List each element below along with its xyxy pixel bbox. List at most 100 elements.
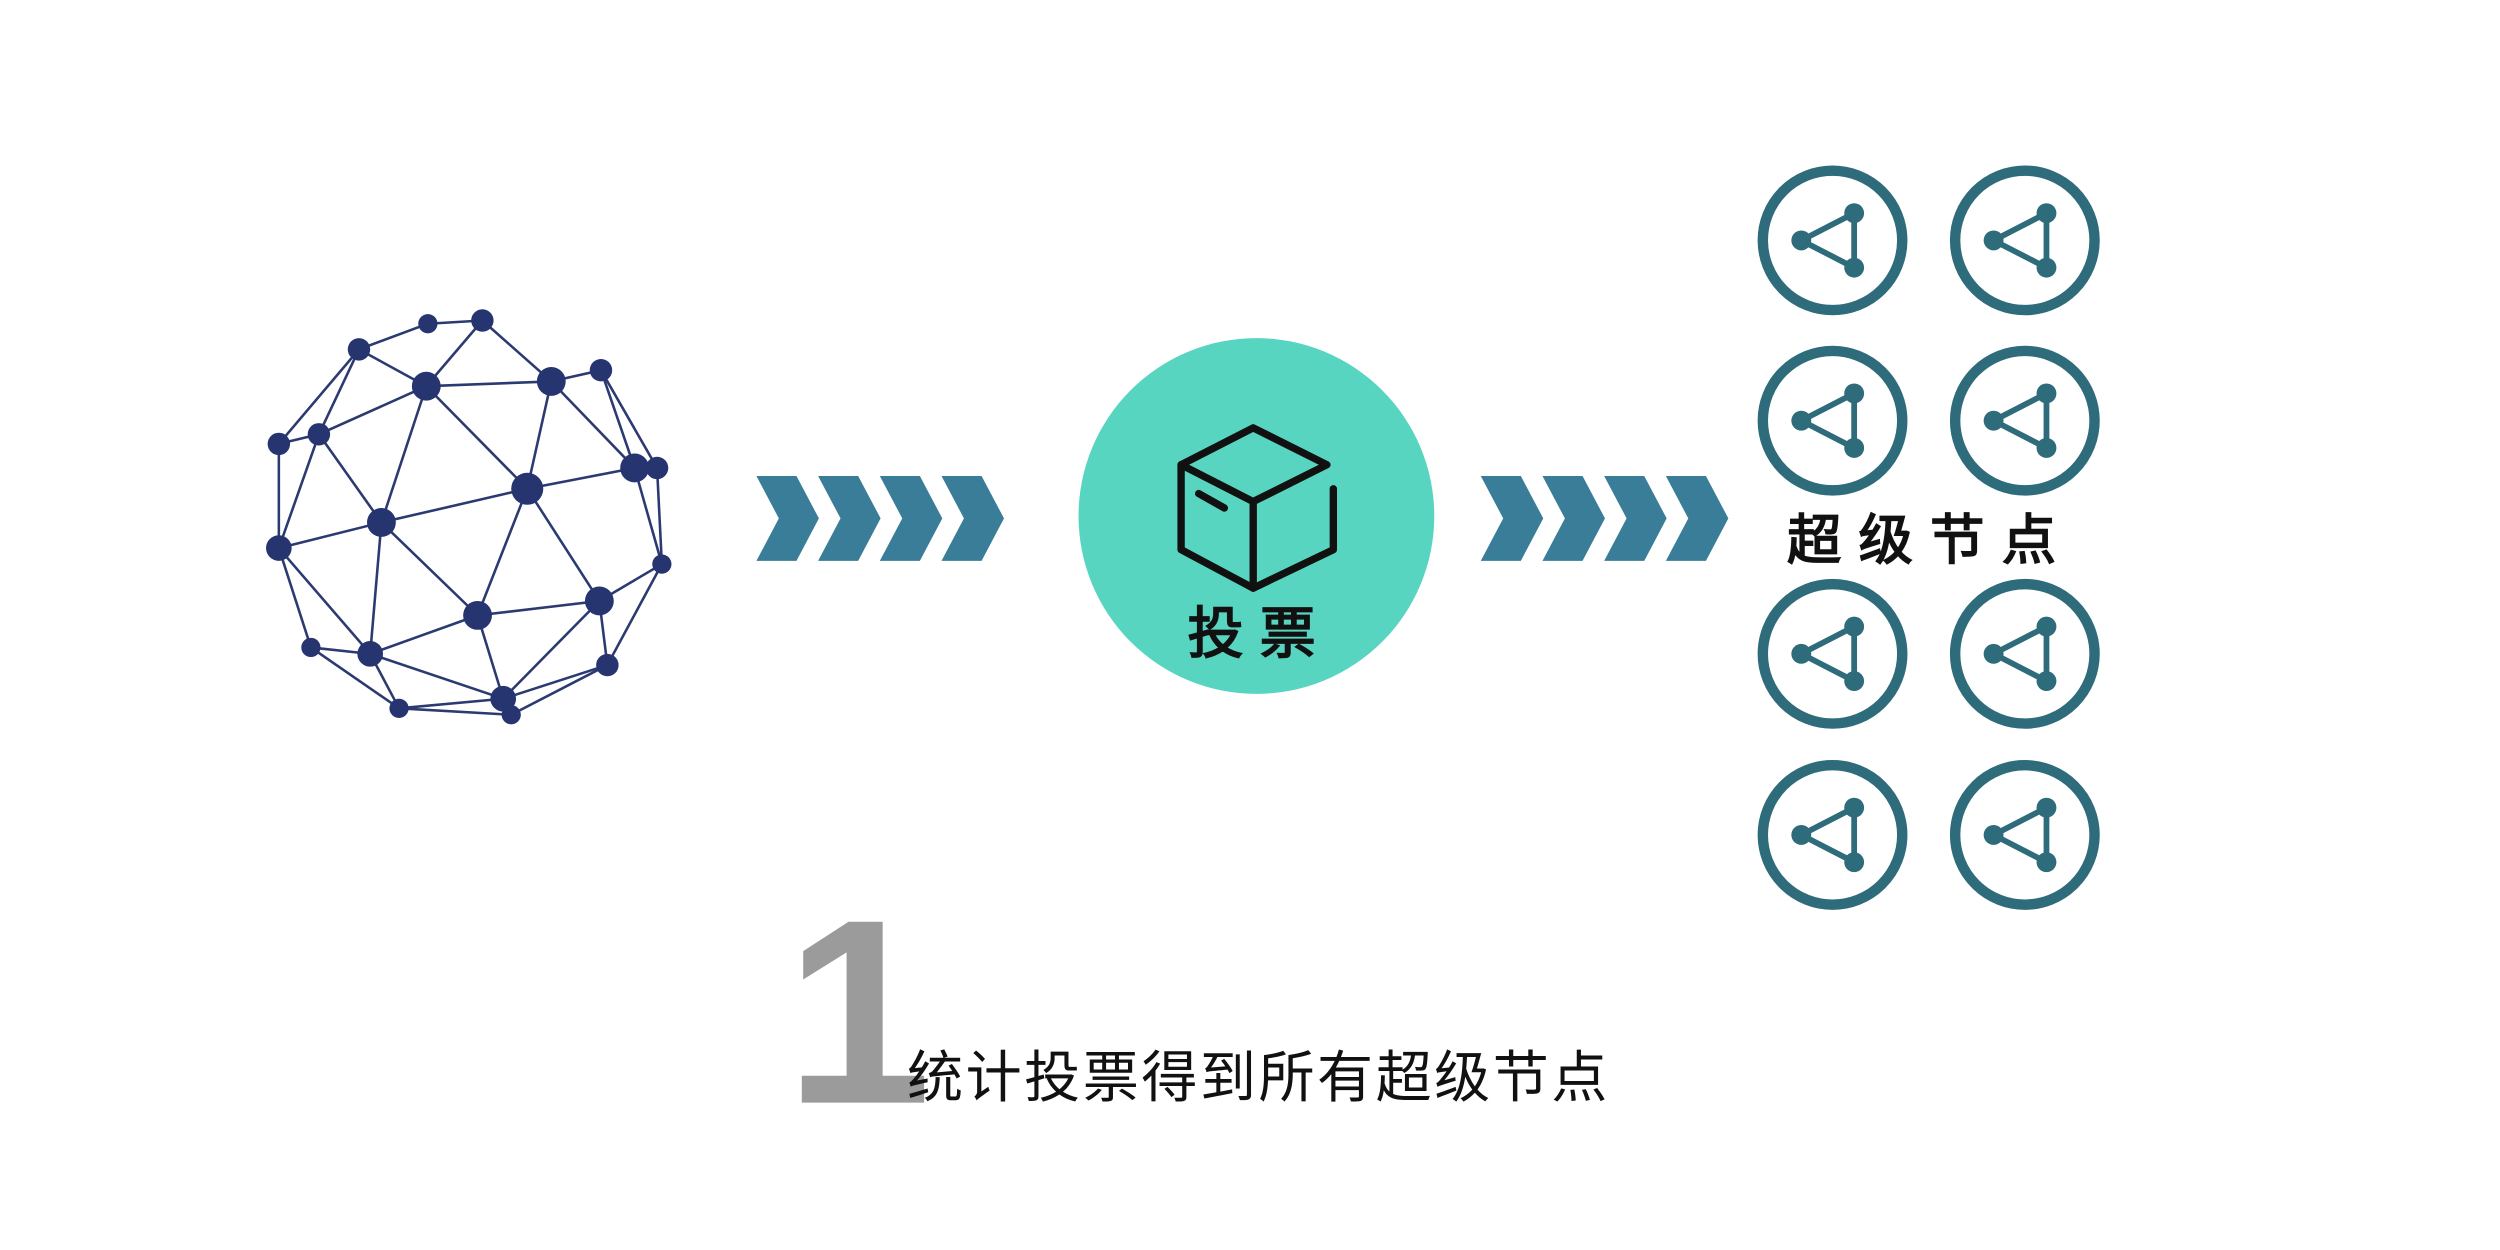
super-node-icon xyxy=(1949,578,2100,729)
network-link xyxy=(380,521,479,617)
share-node xyxy=(1844,437,1865,458)
share-icon xyxy=(1791,383,1865,458)
network-node xyxy=(307,423,331,446)
network-node xyxy=(366,508,396,537)
share-node xyxy=(1844,797,1865,818)
super-node-ring xyxy=(1757,760,1908,910)
network-link xyxy=(398,697,504,710)
network-node xyxy=(463,600,492,630)
share-node xyxy=(1791,643,1812,664)
share-icon xyxy=(1983,797,2057,873)
network-node xyxy=(347,338,371,361)
network-node xyxy=(389,698,409,718)
super-node-grid xyxy=(1757,165,2100,910)
share-icon xyxy=(1983,203,2057,278)
network-link xyxy=(481,319,553,383)
chevron-right-icon xyxy=(941,475,1005,561)
super-node-ring xyxy=(1949,345,2100,496)
network-node xyxy=(471,309,494,332)
vote-step: 投票 xyxy=(1078,338,1435,694)
share-node xyxy=(2036,797,2057,818)
network-node xyxy=(301,637,321,658)
share-node xyxy=(2036,671,2057,692)
network-link xyxy=(369,652,504,700)
super-node-ring xyxy=(1949,165,2100,316)
share-icon xyxy=(1983,383,2057,458)
network-node xyxy=(511,472,544,505)
network-link xyxy=(476,488,529,616)
share-node xyxy=(1844,383,1865,404)
share-node xyxy=(1983,825,2004,845)
super-node-icon xyxy=(1949,760,2100,910)
share-node xyxy=(1791,825,1812,845)
network-link xyxy=(633,467,664,565)
chevron-arrows-right xyxy=(1480,475,1729,561)
share-node xyxy=(1844,852,1865,873)
network-link xyxy=(278,521,382,550)
share-node xyxy=(2036,257,2057,278)
share-node xyxy=(2036,383,2057,404)
network-node xyxy=(584,586,614,616)
network-link xyxy=(477,599,600,617)
network-link xyxy=(369,614,478,656)
step-number: 1 xyxy=(785,865,931,1159)
network-link xyxy=(502,600,601,700)
network-node xyxy=(652,554,672,574)
network-link xyxy=(599,369,636,469)
chevron-right-icon xyxy=(1665,475,1729,561)
network-link xyxy=(317,348,361,435)
share-node xyxy=(1791,230,1812,251)
network-link xyxy=(368,522,383,654)
network-link xyxy=(425,385,529,490)
share-node xyxy=(2036,852,2057,873)
chevron-right-icon xyxy=(1542,475,1605,561)
network-link xyxy=(606,563,663,666)
network-link xyxy=(317,433,383,524)
chevron-right-icon xyxy=(818,475,881,561)
network-node xyxy=(490,685,517,712)
network-link xyxy=(526,488,601,602)
network-link xyxy=(277,547,372,655)
network-link xyxy=(655,467,664,565)
share-node xyxy=(1791,410,1812,431)
share-node xyxy=(2036,616,2057,637)
network-node xyxy=(596,653,619,677)
network-node xyxy=(620,453,650,483)
box-icon xyxy=(1177,424,1338,592)
network-link xyxy=(426,380,552,388)
share-node xyxy=(1983,643,2004,664)
network-link xyxy=(510,663,608,716)
share-node xyxy=(1983,230,2004,251)
network-link xyxy=(277,348,360,445)
super-node-ring xyxy=(1949,760,2100,910)
share-node xyxy=(1983,410,2004,431)
network-link xyxy=(381,487,528,524)
step-caption: 统计投票得到所有超级节点 xyxy=(907,1046,1607,1111)
network-node xyxy=(266,535,292,561)
share-node xyxy=(1844,257,1865,278)
share-node xyxy=(1844,616,1865,637)
network-node xyxy=(411,371,441,401)
chevron-right-icon xyxy=(1604,475,1667,561)
super-node-icon xyxy=(1757,578,1908,729)
share-icon xyxy=(1791,616,1865,692)
super-node-ring xyxy=(1949,578,2100,729)
super-node-ring xyxy=(1757,165,1908,316)
chevron-arrows-left xyxy=(756,475,1005,561)
network-node xyxy=(418,314,438,334)
network-node xyxy=(267,432,291,456)
share-node xyxy=(1844,671,1865,692)
network-link xyxy=(502,663,608,700)
chevron-right-icon xyxy=(756,475,819,561)
super-node-icon xyxy=(1757,165,1908,316)
network-node xyxy=(357,641,384,667)
share-icon xyxy=(1791,203,1865,278)
super-nodes-label: 超级节点 xyxy=(1787,508,2056,572)
network-link xyxy=(310,646,400,710)
network-node xyxy=(536,366,566,396)
network-link xyxy=(398,707,512,717)
network-node xyxy=(501,705,521,725)
share-node xyxy=(2036,437,2057,458)
network-link xyxy=(277,547,313,648)
